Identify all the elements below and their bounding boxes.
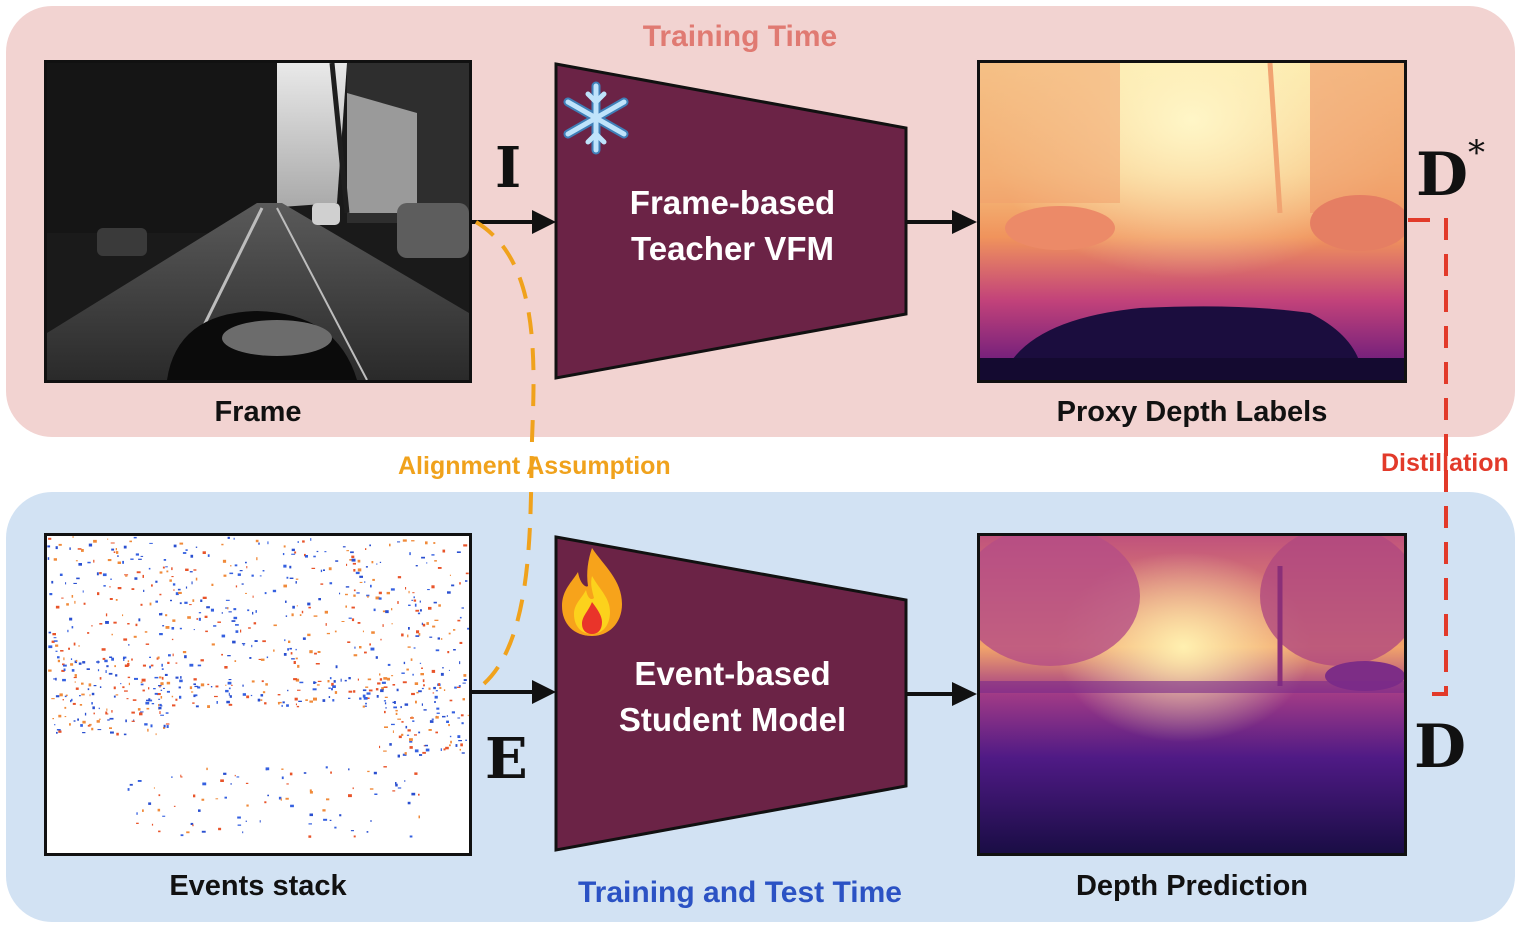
- teacher-label-line1: Frame-based: [629, 184, 836, 221]
- proxy-depth-caption: Proxy Depth Labels: [1056, 396, 1328, 428]
- predicted-depth-map: [980, 536, 1404, 853]
- output-symbol-D: D: [1414, 712, 1467, 782]
- proxy-depth-image: [977, 60, 1407, 383]
- output-symbol-D-star-base: D: [1416, 140, 1469, 210]
- events-stack-image: [44, 533, 472, 856]
- output-symbol-D-star-sup: *: [1468, 133, 1486, 173]
- arrow-frame-to-teacher: [472, 210, 556, 234]
- proxy-depth-map: [980, 63, 1404, 380]
- training-time-title: Training Time: [642, 20, 838, 53]
- student-block: [554, 535, 908, 852]
- arrow-student-to-prediction: [906, 682, 977, 706]
- input-symbol-I: I: [495, 135, 522, 201]
- frame-scene: [47, 63, 469, 380]
- event-points: [47, 536, 469, 838]
- student-label-line1: Event-based: [634, 655, 831, 692]
- alignment-connector: [474, 220, 536, 692]
- arrow-events-to-student: [472, 680, 556, 704]
- frame-image: [44, 60, 472, 383]
- teacher-block: [554, 62, 908, 380]
- fire-icon: [562, 548, 622, 636]
- snowflake-icon: [563, 81, 629, 155]
- student-label-line2: Student Model: [618, 701, 847, 738]
- input-symbol-E: E: [485, 726, 528, 792]
- teacher-label-line2: Teacher VFM: [631, 230, 834, 267]
- depth-prediction-image: [977, 533, 1407, 856]
- distillation-connector: [1408, 218, 1448, 696]
- teacher-block-label: Frame-based Teacher VFM: [560, 180, 905, 272]
- depth-prediction-caption: Depth Prediction: [1075, 870, 1308, 902]
- events-scatter: [47, 536, 469, 838]
- training-test-time-title: Training and Test Time: [578, 876, 902, 909]
- frame-caption: Frame: [214, 396, 302, 428]
- output-symbol-D-star: D*: [1416, 133, 1485, 210]
- arrow-teacher-to-proxy: [906, 210, 977, 234]
- distillation-label: Distillation: [1381, 449, 1509, 477]
- events-stack-caption: Events stack: [169, 870, 347, 902]
- student-block-label: Event-based Student Model: [560, 651, 905, 743]
- alignment-assumption-label: Alignment Assumption: [398, 452, 671, 480]
